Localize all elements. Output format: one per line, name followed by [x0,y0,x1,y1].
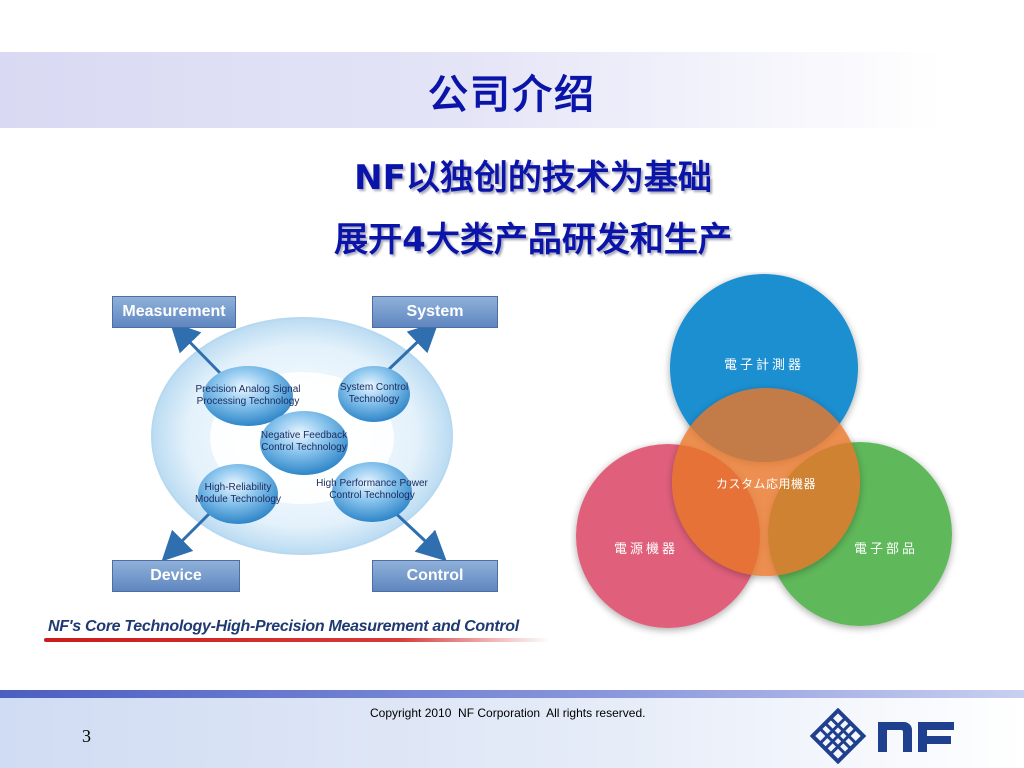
label-negative-feedback: Negative Feedback Control Technology [260,430,348,453]
circle-custom-applications [672,388,860,576]
footer-stripe [0,690,1024,698]
venn-label-top: 電子計測器 [723,358,804,373]
subtitle-line-2: 展开4大类产品研发和生产 [334,220,732,260]
subtitle-line-1: NF以独创的技术为基础 [354,158,712,198]
box-system: System [372,296,498,328]
bubble-negative-feedback [260,411,348,475]
bubble-precision [203,366,293,426]
nf-logo: NF [808,707,993,765]
bubble-high-performance [332,462,412,522]
nf-logo-mark: NF [808,707,954,765]
venn-label-right: 電子部品 [853,542,918,557]
venn-label-center: カスタム応用機器 [715,477,816,491]
label-high-reliability: High-Reliability Module Technology [195,482,281,505]
core-technology-diagram: Measurement System Device Control Precis… [40,288,560,648]
diagram-graphic [151,317,453,562]
venn-label-left: 電源機器 [613,542,678,557]
label-precision: Precision Analog Signal Processing Techn… [195,384,301,407]
arrow-to-system [383,321,439,375]
box-control: Control [372,560,498,592]
copyright-text: Copyright 2010 NF Corporation All rights… [370,706,646,720]
box-measurement: Measurement [112,296,236,328]
tagline-underline [44,638,550,642]
label-system-control: System Control Technology [339,382,409,405]
box-device: Device [112,560,240,592]
arrow-to-measurement [169,321,222,375]
bubble-high-reliability [198,464,278,524]
page-number: 3 [82,726,91,746]
venn-graphic [576,274,952,628]
product-venn-diagram: 電子計測器 電源機器 電子部品 カスタム応用機器 [570,272,970,642]
arrow-to-control [388,506,447,562]
label-high-performance: High Performance Power Control Technolog… [316,478,428,501]
title-band [0,52,1024,128]
core-technology-tagline: NF's Core Technology-High-Precision Meas… [48,618,519,635]
slide-title: 公司介绍 [428,72,596,118]
bubble-system-control [338,366,410,422]
nf-logo-text: NF [808,708,810,709]
arrow-to-device [161,506,217,562]
